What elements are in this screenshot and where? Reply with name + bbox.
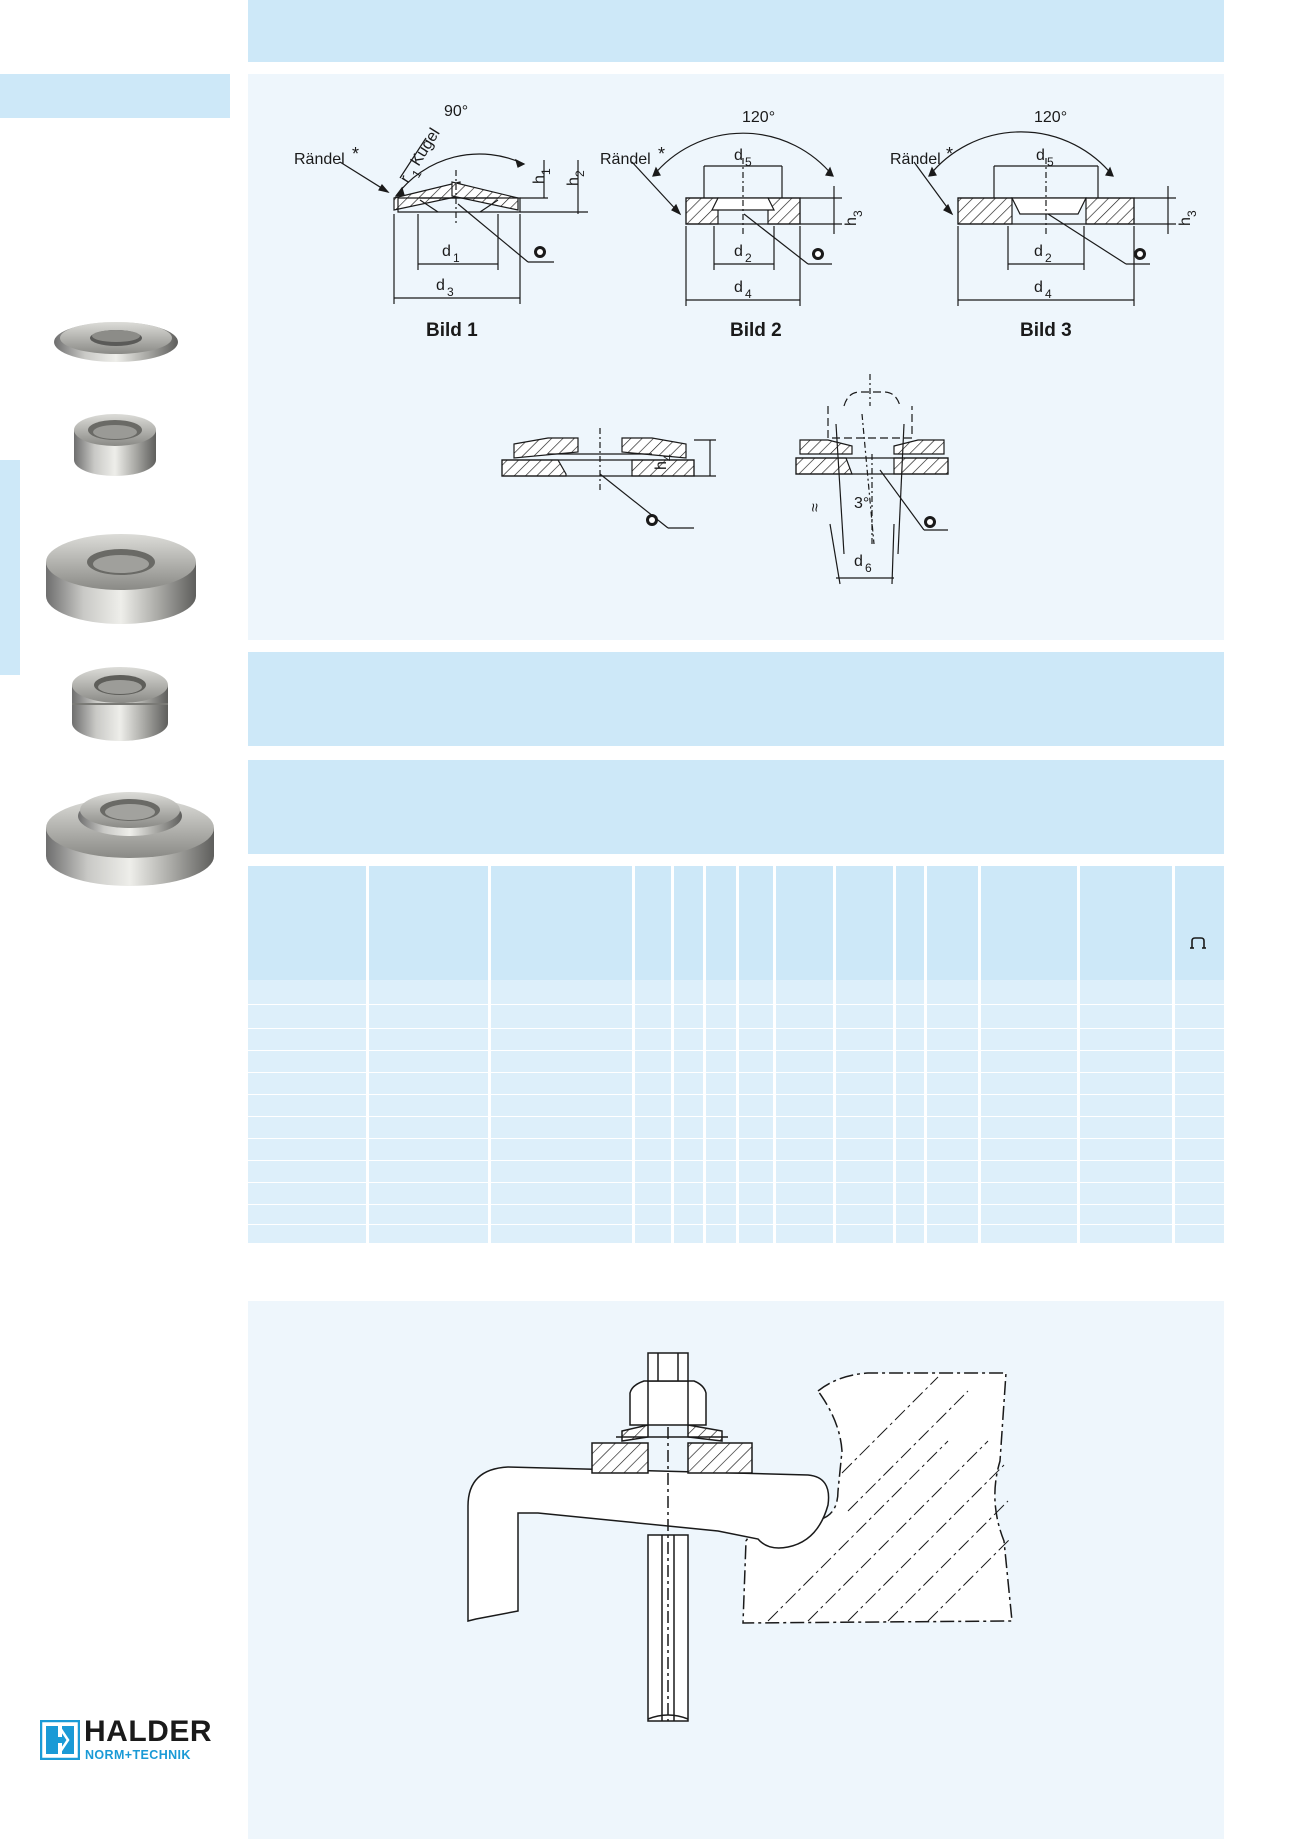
washer-photo-3	[46, 534, 196, 624]
drawing-panel	[248, 74, 1224, 640]
application-panel	[248, 1301, 1224, 1839]
table-col-divider	[773, 866, 776, 1243]
table-col-divider	[833, 866, 836, 1243]
d1-label: d	[442, 243, 451, 260]
weight-icon	[1190, 937, 1206, 949]
h4-sub: 4	[661, 454, 675, 461]
raendel-label-2: Rändel	[600, 151, 651, 168]
d4-sub-1: 4	[745, 287, 752, 301]
d1-sub: 1	[453, 251, 460, 265]
d2-sub-1: 2	[745, 251, 752, 265]
d6-label: d	[854, 553, 863, 570]
table-row-divider	[248, 1094, 1224, 1095]
bild-3-drawing	[913, 131, 1176, 306]
table-col-divider	[978, 866, 981, 1243]
table-col-divider	[1077, 866, 1080, 1243]
table-row-divider	[248, 1116, 1224, 1117]
d3-label: d	[436, 277, 445, 294]
bild-2-drawing	[631, 132, 842, 306]
table-row-divider	[248, 1182, 1224, 1183]
approx-label: ≈	[807, 503, 824, 512]
washer-photo-1	[54, 322, 178, 362]
h3-label-2: h	[1177, 217, 1194, 226]
d5-sub-2: 5	[1047, 155, 1054, 169]
asterisk-1: *	[352, 144, 359, 164]
table-col-divider	[366, 866, 369, 1243]
table-col-divider	[1172, 866, 1175, 1243]
table-col-divider	[924, 866, 927, 1243]
side-header-band	[0, 74, 230, 118]
table-row-divider	[248, 1160, 1224, 1161]
washer-photo-5	[46, 792, 214, 886]
table-row-divider	[248, 1072, 1224, 1073]
angle-120-label-1: 120°	[742, 109, 775, 126]
h3-sub-2: 3	[1185, 210, 1199, 217]
h1-label: h	[531, 175, 548, 184]
washer-photo-4	[72, 667, 168, 741]
table-col-divider	[893, 866, 896, 1243]
hex-nut	[629, 1380, 707, 1426]
bild-1-caption: Bild 1	[426, 320, 478, 341]
d2-sub-2: 2	[1045, 251, 1052, 265]
halder-subline-text: NORM+TECHNIK	[85, 1748, 191, 1762]
halder-logo-mark	[40, 1720, 80, 1760]
center-marks	[534, 246, 1146, 528]
table-col-divider	[632, 866, 635, 1243]
info-band-1	[248, 652, 1224, 746]
table-col-divider	[703, 866, 706, 1243]
combined-washer-drawing	[501, 428, 716, 529]
angle-90-label: 90°	[444, 103, 468, 120]
halder-brand-text: HALDER	[84, 1715, 212, 1748]
asterisk-2: *	[658, 144, 665, 164]
d2-label-1: d	[734, 243, 743, 260]
d5-label-2: d	[1036, 147, 1045, 164]
d4-sub-2: 4	[1045, 287, 1052, 301]
application-drawing	[467, 1352, 1013, 1722]
header-band	[248, 0, 1224, 62]
lower-washer	[591, 1442, 649, 1474]
bolt-washer-drawing	[795, 374, 949, 585]
h3-sub-1: 3	[851, 210, 865, 217]
table-col-divider	[671, 866, 674, 1243]
bild-2-caption: Bild 2	[730, 320, 782, 341]
raendel-label-1: Rändel	[294, 151, 345, 168]
clamp-body	[467, 1466, 830, 1622]
table-row-divider	[248, 1028, 1224, 1029]
asterisk-3: *	[946, 144, 953, 164]
upper-washer	[621, 1424, 649, 1442]
table-row-divider	[248, 1050, 1224, 1051]
technical-drawings: 90° 120° 120° Rändel * Rändel * Rändel *…	[294, 103, 1199, 585]
d6-sub: 6	[865, 561, 872, 575]
d3-sub: 3	[447, 285, 454, 299]
h3-label-1: h	[843, 217, 860, 226]
h2-label: h	[565, 177, 582, 186]
d4-label-2: d	[1034, 279, 1043, 296]
h4-label: h	[653, 461, 670, 470]
d4-label-1: d	[734, 279, 743, 296]
raendel-label-3: Rändel	[890, 151, 941, 168]
d5-sub-1: 5	[745, 155, 752, 169]
washer-photo-2	[74, 414, 156, 476]
angle-3-label: 3°	[854, 495, 869, 512]
bild-1-drawing	[339, 137, 588, 304]
h2-sub: 2	[573, 170, 587, 177]
table-row-divider	[248, 1204, 1224, 1205]
bild-3-caption: Bild 3	[1020, 320, 1072, 341]
h1-sub: 1	[539, 168, 553, 175]
product-photos	[46, 322, 214, 886]
angle-120-label-2: 120°	[1034, 109, 1067, 126]
table-row-divider	[248, 1004, 1224, 1005]
d2-label-2: d	[1034, 243, 1043, 260]
table-col-divider	[736, 866, 739, 1243]
info-band-2	[248, 760, 1224, 854]
side-tab	[0, 460, 20, 675]
table-row-divider	[248, 1138, 1224, 1139]
d5-label-1: d	[734, 147, 743, 164]
table-col-divider	[488, 866, 491, 1243]
halder-logo: HALDER NORM+TECHNIK	[40, 1715, 240, 1764]
table-row-divider	[248, 1224, 1224, 1225]
r-kugel-sub: 1	[409, 167, 425, 180]
